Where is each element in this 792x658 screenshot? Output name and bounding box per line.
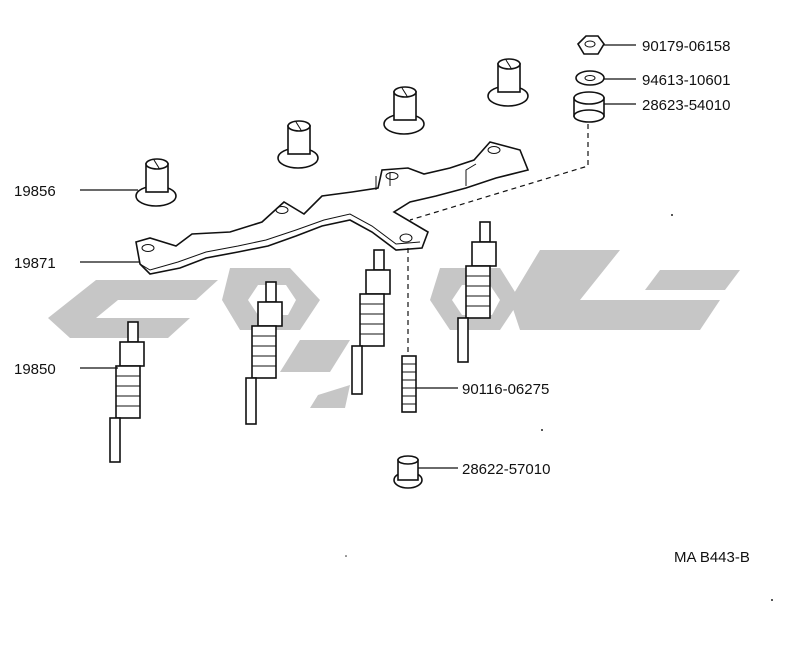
- insulator-lower: [393, 455, 423, 489]
- figure-code: MA B443-B: [674, 549, 750, 566]
- leader-lines: [80, 44, 636, 469]
- nut: [576, 35, 605, 55]
- label-insulator-lower: 28622-57010: [462, 461, 550, 478]
- washer: [575, 70, 605, 86]
- label-nut: 90179-06158: [642, 38, 730, 55]
- clamp-screw: [135, 158, 177, 207]
- assembly-guide-lines: [407, 124, 589, 354]
- clamp-screw: [487, 58, 529, 107]
- glow-plug: [245, 281, 283, 425]
- glow-plug: [351, 249, 391, 395]
- glow-plug: [109, 321, 145, 463]
- clamp-screw: [383, 86, 425, 135]
- insulator-upper: [573, 91, 605, 123]
- label-glow-plug: 19850: [14, 361, 56, 378]
- clamp-screw: [277, 120, 319, 169]
- label-insulator-upper: 28623-54010: [642, 97, 730, 114]
- scan-specks: [345, 214, 773, 601]
- label-washer: 94613-10601: [642, 72, 730, 89]
- watermark-logo: [48, 250, 740, 408]
- label-bus-bar: 19871: [14, 255, 56, 272]
- label-stud: 90116-06275: [462, 381, 549, 398]
- glow-plug: [457, 221, 497, 363]
- stud: [401, 355, 417, 413]
- bus-bar-plate: [135, 141, 530, 275]
- label-clamp-screw: 19856: [14, 183, 56, 200]
